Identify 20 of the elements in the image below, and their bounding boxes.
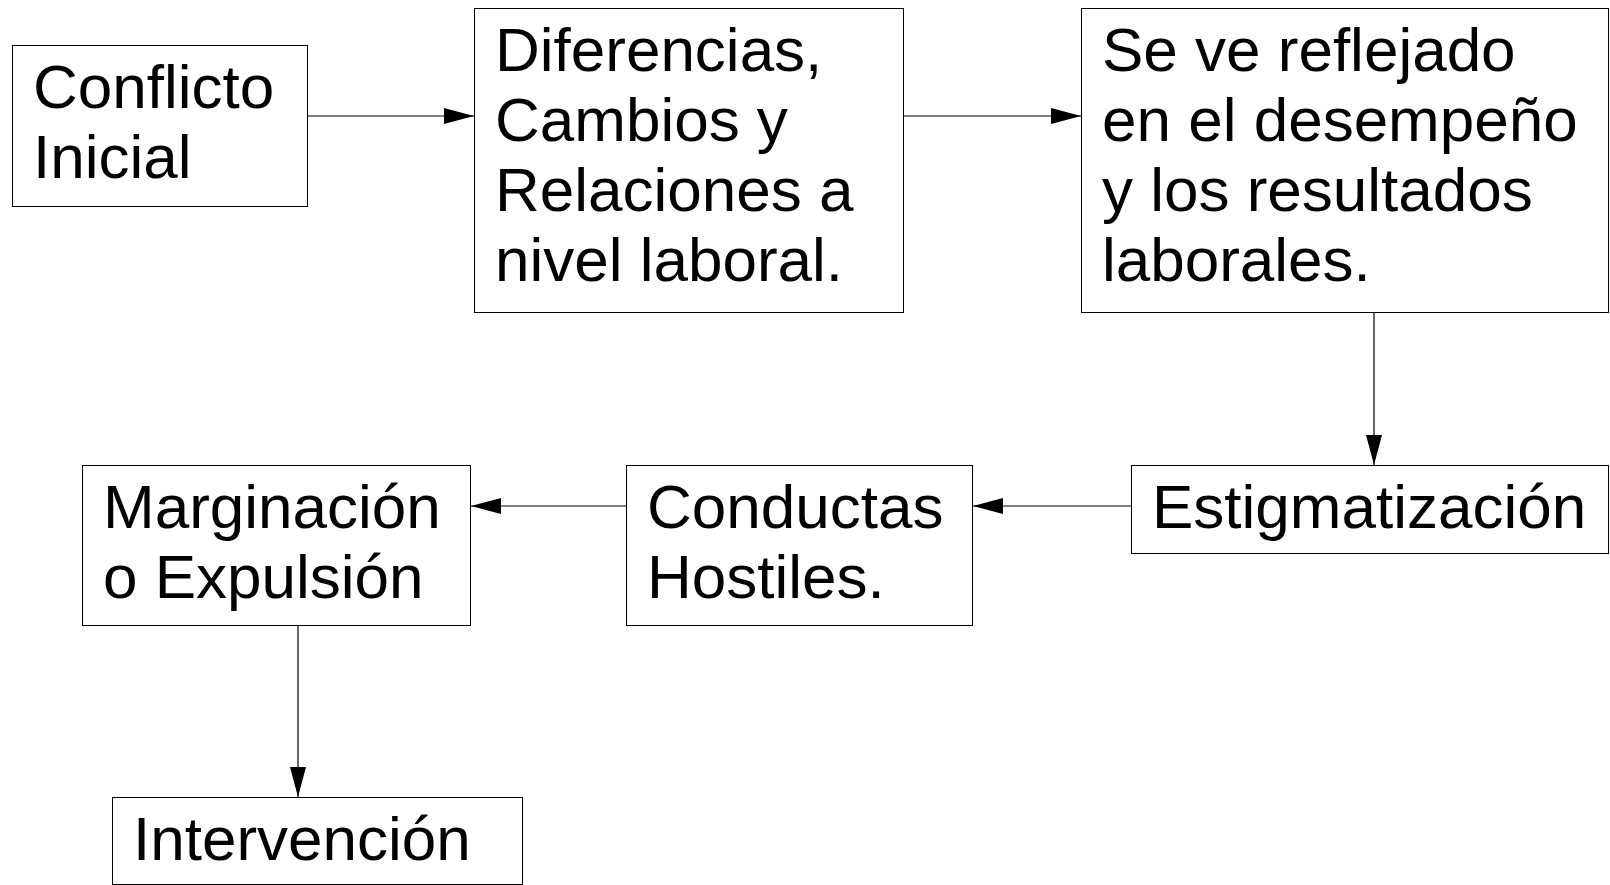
arrow — [1366, 312, 1382, 466]
process-box — [112, 797, 523, 885]
box-label: Estigmatización — [1152, 472, 1588, 542]
process-box — [82, 465, 471, 626]
process-box — [1081, 8, 1609, 313]
box-label: Diferencias, Cambios y Relaciones a nivel laboral. — [495, 15, 855, 295]
box-label: Se ve reflejado en el desempeño y los resultados laborales. — [1102, 15, 1579, 295]
arrow — [307, 108, 475, 124]
box-label: Intervención — [133, 804, 472, 874]
arrow — [470, 498, 627, 514]
process-box — [626, 465, 973, 626]
process-box — [1131, 465, 1609, 554]
arrow — [290, 625, 306, 798]
arrow — [903, 108, 1082, 124]
box-label: Conflicto Inicial — [33, 52, 276, 192]
box-label: Marginación o Expulsión — [103, 472, 442, 612]
box-label: Conductas Hostiles. — [647, 472, 945, 612]
process-box — [474, 8, 904, 313]
arrow — [972, 498, 1132, 514]
process-box — [12, 45, 308, 207]
